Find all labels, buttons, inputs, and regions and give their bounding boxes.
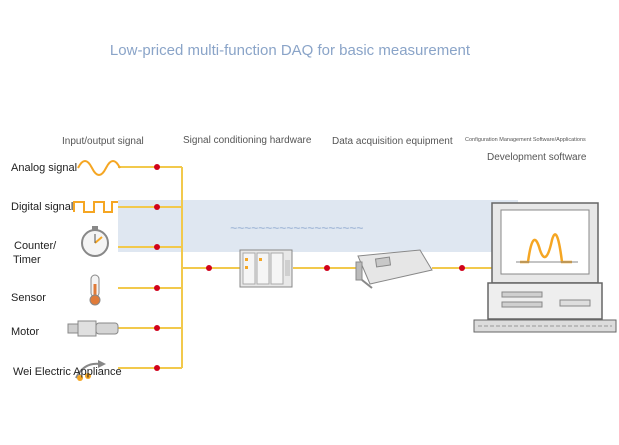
signal-label-counter: Counter/ (14, 240, 57, 252)
signal-label-sensor: Sensor (11, 292, 46, 304)
signal-label-timer: Timer (13, 254, 41, 266)
column-head-io: Input/output signal (62, 136, 144, 147)
connection-dots (154, 164, 465, 371)
square-wave-icon (73, 201, 118, 213)
stopwatch-icon (81, 226, 109, 257)
signal-label-motor: Motor (11, 326, 40, 338)
column-head-conditioning: Signal conditioning hardware (183, 135, 312, 146)
column-head-config: Configuration Management Software/Applic… (465, 137, 586, 143)
appliance-icon (75, 360, 106, 381)
computer (473, 202, 617, 333)
page-title: Low-priced multi-function DAQ for basic … (109, 42, 471, 59)
waveform-peak-icon (520, 233, 572, 264)
sine-wave-icon (77, 160, 121, 176)
signal-label-appliance: Wei Electric Appliance (13, 366, 122, 378)
column-head-acquisition: Data acquisition equipment (332, 136, 453, 147)
highlight-band (118, 200, 518, 252)
signal-conditioning-hardware (239, 249, 293, 288)
signal-label-digital: Digital signal (11, 201, 74, 213)
signal-label-analog: Analog signal (11, 162, 78, 174)
column-head-software: Development software (487, 152, 587, 163)
motor-icon (67, 320, 119, 337)
signal-branches (118, 166, 492, 369)
daq-card (355, 249, 433, 289)
watermark: ~~~~~~~~~~~~~~~~~~~ (230, 221, 363, 235)
thermometer-icon (89, 274, 101, 306)
